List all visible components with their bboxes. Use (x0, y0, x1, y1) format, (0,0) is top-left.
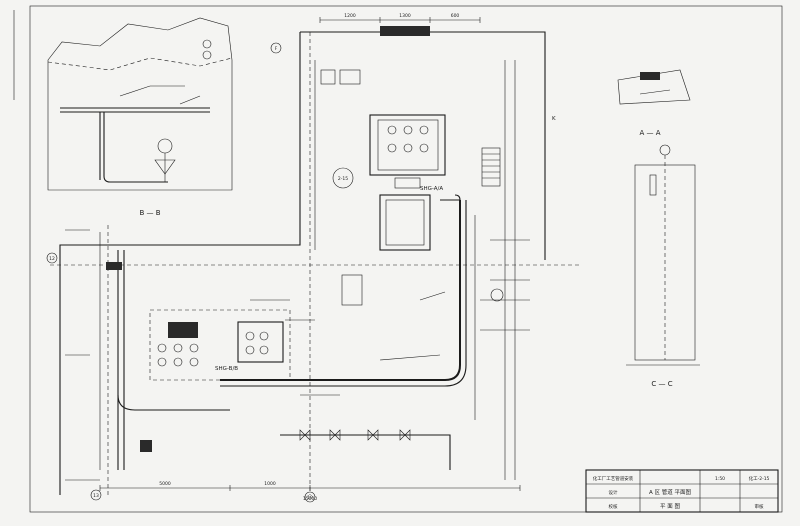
process-line-main (220, 200, 461, 381)
pump-a-tag: SHG-A/A (420, 186, 443, 192)
dim-top-2: 1300 (399, 13, 411, 19)
main-plan: SHG-A/A 2-15 SHG-B/B (46, 13, 580, 503)
title-approved: 审核 (755, 503, 764, 510)
title-sheet: 平 面 图 (660, 502, 680, 510)
stair (481, 147, 501, 187)
small-tank (341, 274, 363, 306)
area-number-bubble (332, 167, 354, 189)
title-block: 化工厂工艺管道安装 A 区 管道 平面图 平 面 图 1:50 化工-2-15 … (585, 469, 779, 513)
pump-b-skid (149, 309, 291, 381)
lower-pipe (280, 434, 451, 470)
dim-bottom-2: 1000 (264, 481, 276, 487)
grid-bubble-19: 19 (304, 491, 316, 503)
dim-top-1: 1200 (344, 13, 356, 19)
dim-top-3: 600 (451, 13, 460, 19)
grid-bubble-k: K (552, 116, 556, 122)
section-aa-label: A — A (639, 129, 660, 137)
section-bb-label: B — B (139, 209, 160, 217)
pump-a-skid (369, 114, 446, 251)
section-aa-detail: A — A C — C (617, 69, 700, 388)
hatched-wall-top (380, 26, 430, 36)
svg-text:12: 12 (49, 256, 55, 262)
dim-bottom-total: 15000 (303, 496, 317, 502)
svg-text:13: 13 (93, 493, 99, 499)
svg-text:19: 19 (307, 495, 313, 501)
title-checked: 校核 (609, 503, 618, 510)
section-bb-detail: B — B (47, 17, 233, 217)
svg-text:K: K (552, 116, 556, 122)
title-drawing-no: 化工-2-15 (749, 475, 770, 482)
dim-bottom-1: 5000 (159, 481, 171, 487)
area-number: 2-15 (338, 176, 348, 182)
pump-b-tag: SHG-B/B (215, 366, 238, 372)
title-scale: 1:50 (715, 476, 725, 482)
title-company: 化工厂工艺管道安装 (593, 475, 634, 482)
grid-bubble-13: 13 (90, 489, 102, 501)
svg-text:F: F (275, 46, 278, 52)
grid-bubble-f: F (270, 42, 282, 54)
drawing-border (29, 5, 783, 513)
grid-bubble-12: 12 (46, 252, 58, 264)
title-designed: 设计 (609, 489, 618, 496)
section-cc-label: C — C (651, 380, 672, 388)
title-drawing: A 区 管道 平面图 (649, 488, 692, 496)
